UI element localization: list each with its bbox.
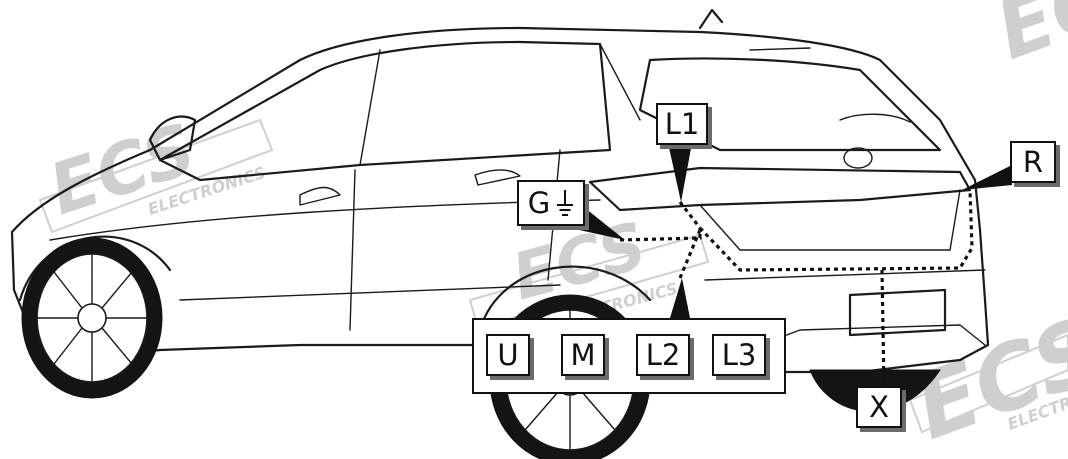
pointer-r: [962, 165, 1012, 190]
label-g: G: [517, 180, 585, 226]
label-g-text: G: [527, 185, 551, 220]
label-l1: L1: [656, 103, 708, 145]
pointer-l2: [670, 278, 690, 318]
label-l2-text: L2: [645, 337, 681, 372]
pointer-l1: [668, 143, 692, 202]
wire-l2: [678, 229, 702, 279]
label-l2: L2: [636, 334, 690, 376]
label-m: M: [561, 334, 605, 376]
watermark-brand-top: ECS: [985, 0, 1068, 78]
watermark-top-right: ECS: [985, 0, 1068, 78]
label-x-text: X: [869, 389, 889, 424]
label-l3-text: L3: [721, 337, 757, 372]
label-x: X: [856, 386, 902, 428]
ground-symbol-icon: [556, 190, 574, 216]
wire-l1: [678, 201, 702, 229]
label-u: U: [486, 334, 530, 376]
wire-ground: [619, 228, 702, 242]
wire-main: [698, 189, 974, 272]
wiring-routes: [619, 189, 974, 389]
label-r-text: R: [1022, 144, 1044, 179]
wire-x: [880, 269, 886, 389]
label-m-text: M: [570, 337, 596, 372]
car-outline: [10, 8, 990, 374]
front-wheel: [21, 237, 163, 399]
label-u-text: U: [497, 337, 519, 372]
watermark-left: ECS ELECTRONICS: [38, 108, 274, 234]
label-l1-text: L1: [664, 106, 700, 141]
label-l3: L3: [712, 334, 766, 376]
label-r: R: [1010, 141, 1056, 183]
